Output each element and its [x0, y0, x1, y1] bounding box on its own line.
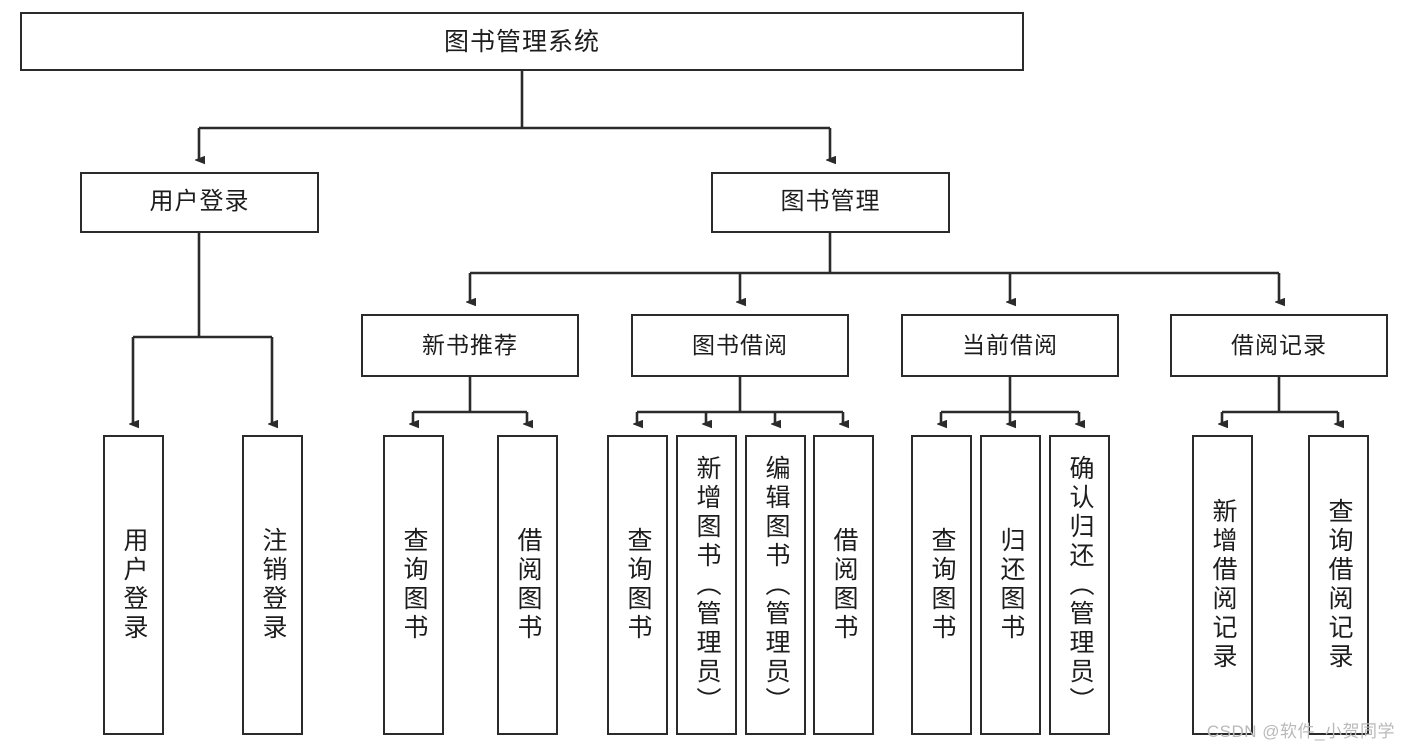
node-label: 查询图书	[400, 527, 428, 643]
node-user-login[interactable]: 用户登录	[80, 172, 319, 233]
node-label: 图书借阅	[692, 331, 788, 358]
leaf-borrow-edit-book[interactable]: 编辑图书（管理员）	[745, 435, 806, 735]
leaf-current-query-book[interactable]: 查询图书	[911, 435, 972, 735]
leaf-user-login-login[interactable]: 用户登录	[103, 435, 164, 735]
node-label: 借阅记录	[1231, 331, 1327, 358]
node-new-book-recommend[interactable]: 新书推荐	[361, 314, 579, 377]
leaf-user-login-logout[interactable]: 注销登录	[242, 435, 303, 735]
leaf-borrow-add-book[interactable]: 新增图书（管理员）	[676, 435, 737, 735]
node-label: 查询图书	[928, 527, 956, 643]
node-label: 图书管理	[780, 188, 881, 216]
leaf-record-query[interactable]: 查询借阅记录	[1308, 435, 1369, 735]
node-borrow-record[interactable]: 借阅记录	[1170, 314, 1388, 377]
node-label: 查询图书	[624, 527, 652, 643]
node-label: 借阅图书	[514, 527, 542, 643]
leaf-record-add[interactable]: 新增借阅记录	[1192, 435, 1253, 735]
node-label: 新增借阅记录	[1209, 498, 1237, 672]
node-label: 当前借阅	[962, 331, 1058, 358]
leaf-borrow-borrow-book[interactable]: 借阅图书	[813, 435, 874, 735]
leaf-current-confirm-return[interactable]: 确认归还（管理员）	[1049, 435, 1110, 735]
node-book-management[interactable]: 图书管理	[711, 172, 950, 233]
node-label: 图书管理系统	[443, 27, 600, 56]
node-label: 编辑图书（管理员）	[762, 454, 790, 716]
leaf-current-return-book[interactable]: 归还图书	[980, 435, 1041, 735]
node-label: 新书推荐	[422, 331, 518, 358]
node-book-borrow[interactable]: 图书借阅	[631, 314, 849, 377]
node-label: 确认归还（管理员）	[1066, 454, 1094, 716]
node-label: 用户登录	[149, 188, 250, 216]
node-label: 归还图书	[997, 527, 1025, 643]
leaf-new-book-borrow[interactable]: 借阅图书	[497, 435, 558, 735]
node-label: 注销登录	[259, 527, 287, 643]
node-current-borrow[interactable]: 当前借阅	[901, 314, 1119, 377]
node-label: 借阅图书	[830, 527, 858, 643]
node-root-system[interactable]: 图书管理系统	[20, 12, 1024, 71]
node-label: 用户登录	[120, 527, 148, 643]
watermark: CSDN @软件_小贺同学	[1206, 722, 1395, 741]
leaf-borrow-query-book[interactable]: 查询图书	[607, 435, 668, 735]
node-label: 查询借阅记录	[1325, 498, 1353, 672]
node-label: 新增图书（管理员）	[693, 454, 721, 716]
leaf-new-book-query[interactable]: 查询图书	[383, 435, 444, 735]
